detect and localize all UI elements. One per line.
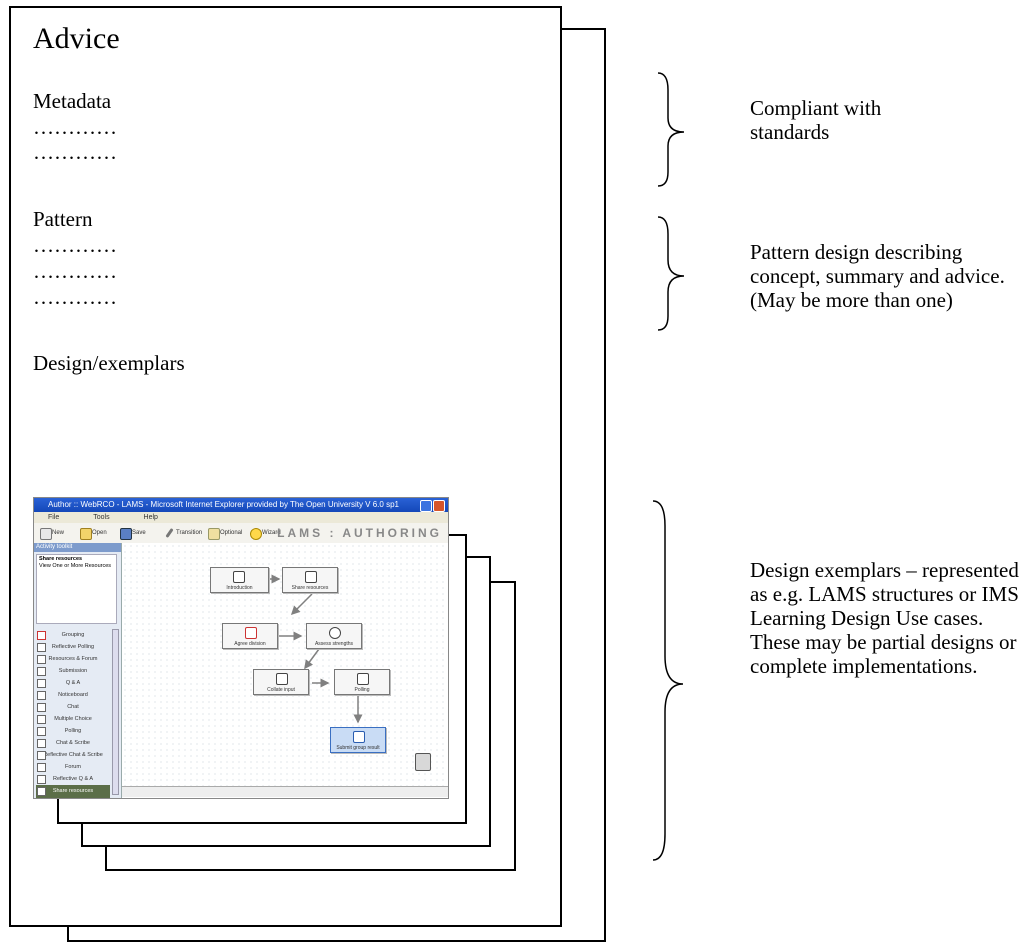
close-icon[interactable] (433, 500, 445, 512)
toolkit-item[interactable]: Submission (36, 665, 110, 678)
brace-pattern (657, 216, 685, 331)
toolbar: New Open Save Transition Optional Wizard… (34, 523, 448, 544)
toolkit-item[interactable]: Resources & Forum (36, 653, 110, 666)
agree-division-icon (245, 627, 257, 639)
share-resources-icon (37, 787, 46, 796)
chat-icon (37, 703, 46, 712)
toolkit-item[interactable]: Chat & Scribe (36, 737, 110, 750)
save-icon (120, 528, 132, 540)
folder-icon (80, 528, 92, 540)
brace-metadata (657, 72, 685, 187)
noticeboard-icon (37, 691, 46, 700)
resources-icon (37, 655, 46, 664)
activity-toolkit: Activity toolkit Share resources View On… (34, 543, 122, 798)
multiple-choice-icon (37, 715, 46, 724)
toolkit-item[interactable]: Noticeboard (36, 689, 110, 702)
activity-node[interactable]: Polling (334, 669, 390, 695)
wizard-button[interactable]: Wizard (250, 527, 281, 540)
toolkit-item-selected[interactable]: Share resources (36, 785, 110, 798)
lams-screenshot: Author :: WebRCO - LAMS - Microsoft Inte… (33, 497, 449, 799)
window-titlebar: Author :: WebRCO - LAMS - Microsoft Inte… (34, 498, 448, 512)
toolkit-item[interactable]: Multiple Choice (36, 713, 110, 726)
designs-label: Design/exemplars (33, 351, 185, 375)
metadata-line: ………… (33, 140, 117, 164)
activity-node[interactable]: Assess strengths (306, 623, 362, 649)
pencil-icon (165, 528, 174, 538)
activity-description-text: View One or More Resources (39, 563, 112, 569)
activity-description-title: Share resources (39, 556, 83, 562)
annotation-pattern: Pattern design describing concept, summa… (750, 240, 1005, 312)
pattern-line: ………… (33, 233, 117, 257)
qa-icon (37, 679, 46, 688)
transition-arrow (304, 648, 320, 670)
transition-arrow (290, 593, 313, 616)
new-button[interactable]: New (40, 527, 64, 540)
share-resources-icon (305, 571, 317, 583)
activity-node[interactable]: Share resources (282, 567, 338, 593)
collate-input-icon (276, 673, 288, 685)
grouping-icon (37, 631, 46, 640)
menu-bar: File Tools Help (34, 512, 448, 523)
submission-icon (37, 667, 46, 676)
optional-icon (208, 528, 220, 540)
activity-node[interactable]: Agree division (222, 623, 278, 649)
save-button[interactable]: Save (120, 527, 146, 540)
toolkit-item[interactable]: Grouping (36, 629, 110, 642)
polling-icon (357, 673, 369, 685)
reflective-qa-icon (37, 775, 46, 784)
page-title: Advice (33, 22, 120, 55)
activity-node[interactable]: Introduction (210, 567, 269, 593)
app-title: LAMS : AUTHORING (277, 526, 442, 540)
activity-description: Share resources View One or More Resourc… (36, 554, 117, 624)
menu-help[interactable]: Help (143, 514, 158, 521)
toolkit-item[interactable]: Chat (36, 701, 110, 714)
pattern-line: ………… (33, 285, 117, 309)
window-title: Author :: WebRCO - LAMS - Microsoft Inte… (48, 500, 399, 509)
polling-icon (37, 643, 46, 652)
minimize-icon[interactable] (420, 500, 432, 512)
chat-scribe-icon (37, 739, 46, 748)
canvas-scrollbar[interactable] (122, 786, 448, 797)
toolkit-scrollbar[interactable] (112, 629, 119, 795)
pattern-line: ………… (33, 259, 117, 283)
optional-button[interactable]: Optional (208, 527, 242, 540)
activity-node[interactable]: Submit group result (330, 727, 386, 753)
toolkit-header: Activity toolkit (34, 543, 121, 552)
menu-file[interactable]: File (48, 514, 60, 521)
metadata-line: ………… (33, 115, 117, 139)
reflective-chat-icon (37, 751, 46, 760)
menu-tools[interactable]: Tools (93, 514, 110, 521)
annotation-metadata: Compliant with standards (750, 96, 882, 144)
activity-node[interactable]: Collate input (253, 669, 309, 695)
new-icon (40, 528, 52, 540)
submit-icon (353, 731, 365, 743)
toolkit-item[interactable]: Reflective Polling (36, 641, 110, 654)
toolkit-item[interactable]: Reflective Chat & Scribe (36, 749, 110, 762)
toolkit-item[interactable]: Q & A (36, 677, 110, 690)
toolkit-item[interactable]: Polling (36, 725, 110, 738)
transition-button[interactable]: Transition (164, 527, 202, 539)
trash-icon[interactable] (415, 753, 431, 771)
brace-exemplars (652, 500, 684, 861)
open-button[interactable]: Open (80, 527, 107, 540)
toolkit-item[interactable]: Forum (36, 761, 110, 774)
wand-icon (250, 528, 262, 540)
pattern-label: Pattern (33, 207, 93, 231)
forum-icon (37, 763, 46, 772)
metadata-label: Metadata (33, 89, 112, 113)
authoring-canvas[interactable]: Introduction Share resources Agree divis… (122, 543, 448, 786)
toolkit-item[interactable]: Reflective Q & A (36, 773, 110, 786)
polling-icon (37, 727, 46, 736)
toolkit-list: Grouping Reflective Polling Resources & … (36, 629, 110, 798)
annotation-exemplars: Design exemplars – represented as e.g. L… (750, 558, 1019, 678)
introduction-icon (233, 571, 245, 583)
assess-strengths-icon (329, 627, 341, 639)
